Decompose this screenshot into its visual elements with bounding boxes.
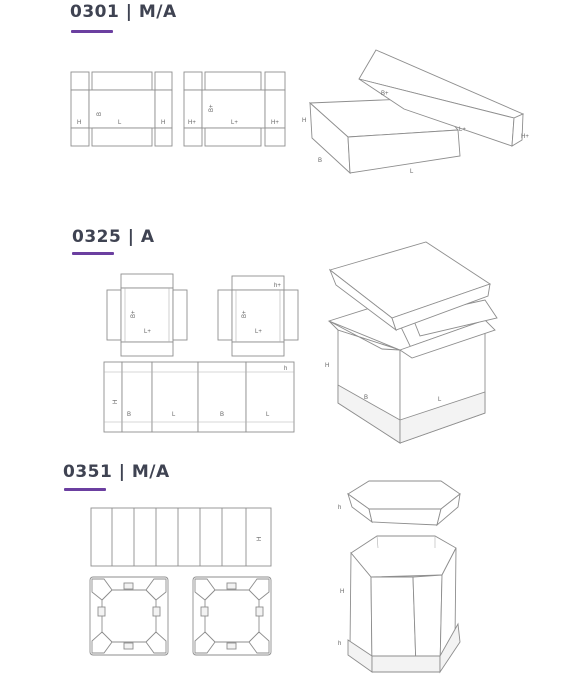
section-underline-0325	[72, 252, 114, 255]
flat-0301-left-b: B	[97, 112, 103, 116]
octagon-blank-0351-right	[192, 576, 272, 656]
section-underline-0301	[71, 30, 113, 33]
sleeve-0325-b1: B	[127, 412, 131, 418]
sleeve-0325-l1: L	[172, 412, 176, 418]
flat-0301-right-l: L+	[231, 120, 238, 126]
tray-0325-right: h+ B+ L+	[217, 275, 299, 357]
section-title-0301: 0301 | M/A	[70, 2, 177, 22]
box-0301-h-lid: H+	[521, 134, 529, 140]
tray-0325-right-l: L+	[255, 329, 262, 335]
section-title-0351: 0351 | M/A	[63, 462, 170, 482]
sleeve-0325-l2: L	[266, 412, 270, 418]
section-title-0325: 0325 | A	[72, 227, 155, 247]
tray-0325-left-b: B+	[131, 310, 137, 318]
box-0351: h H h	[338, 480, 461, 674]
tray-0325-left: B+ L+	[106, 273, 188, 357]
sleeve-0325-b2: B	[220, 412, 224, 418]
flat-0301-right: H+ B+ L+ H+	[183, 71, 286, 147]
sleeve-0325-h-big: H	[113, 400, 119, 404]
flat-0301-left-h-left: H	[77, 120, 81, 126]
strip-0351-h: H	[257, 537, 263, 541]
box-0301: B+ L+ H+ H B L	[302, 49, 529, 175]
tray-0325-left-l: L+	[144, 329, 151, 335]
box-0325-l: L	[438, 397, 442, 403]
box-0351-h-lid: h	[338, 505, 341, 511]
box-0301-l: L	[410, 169, 414, 175]
box-0301-l-lid: L+	[459, 127, 466, 133]
flat-0301-left-h-right: H	[161, 120, 165, 126]
box-0325-h: H	[325, 363, 329, 369]
flat-0301-right-h-right: H+	[271, 120, 279, 126]
flat-0301-left-l: L	[118, 120, 122, 126]
flat-0301-right-b: B+	[209, 104, 215, 112]
box-0301-b-lid: B+	[381, 91, 389, 97]
flat-0301-right-h-left: H+	[188, 120, 196, 126]
box-0351-h-base: h	[338, 641, 341, 647]
box-0325: H B L	[325, 241, 498, 444]
box-0301-b: B	[318, 158, 322, 164]
flat-0301-left: H B L H	[70, 71, 173, 147]
box-0325-b: B	[364, 395, 368, 401]
box-0301-h: H	[302, 118, 306, 124]
tray-0325-right-h: h+	[274, 283, 281, 289]
sleeve-0325: h H B L B L	[103, 361, 295, 433]
strip-0351: H	[90, 507, 272, 567]
tray-0325-right-b: B+	[242, 310, 248, 318]
sleeve-0325-h-small: h	[284, 366, 287, 372]
section-underline-0351	[64, 488, 106, 491]
octagon-blank-0351-left	[89, 576, 169, 656]
box-0351-h: H	[340, 589, 344, 595]
